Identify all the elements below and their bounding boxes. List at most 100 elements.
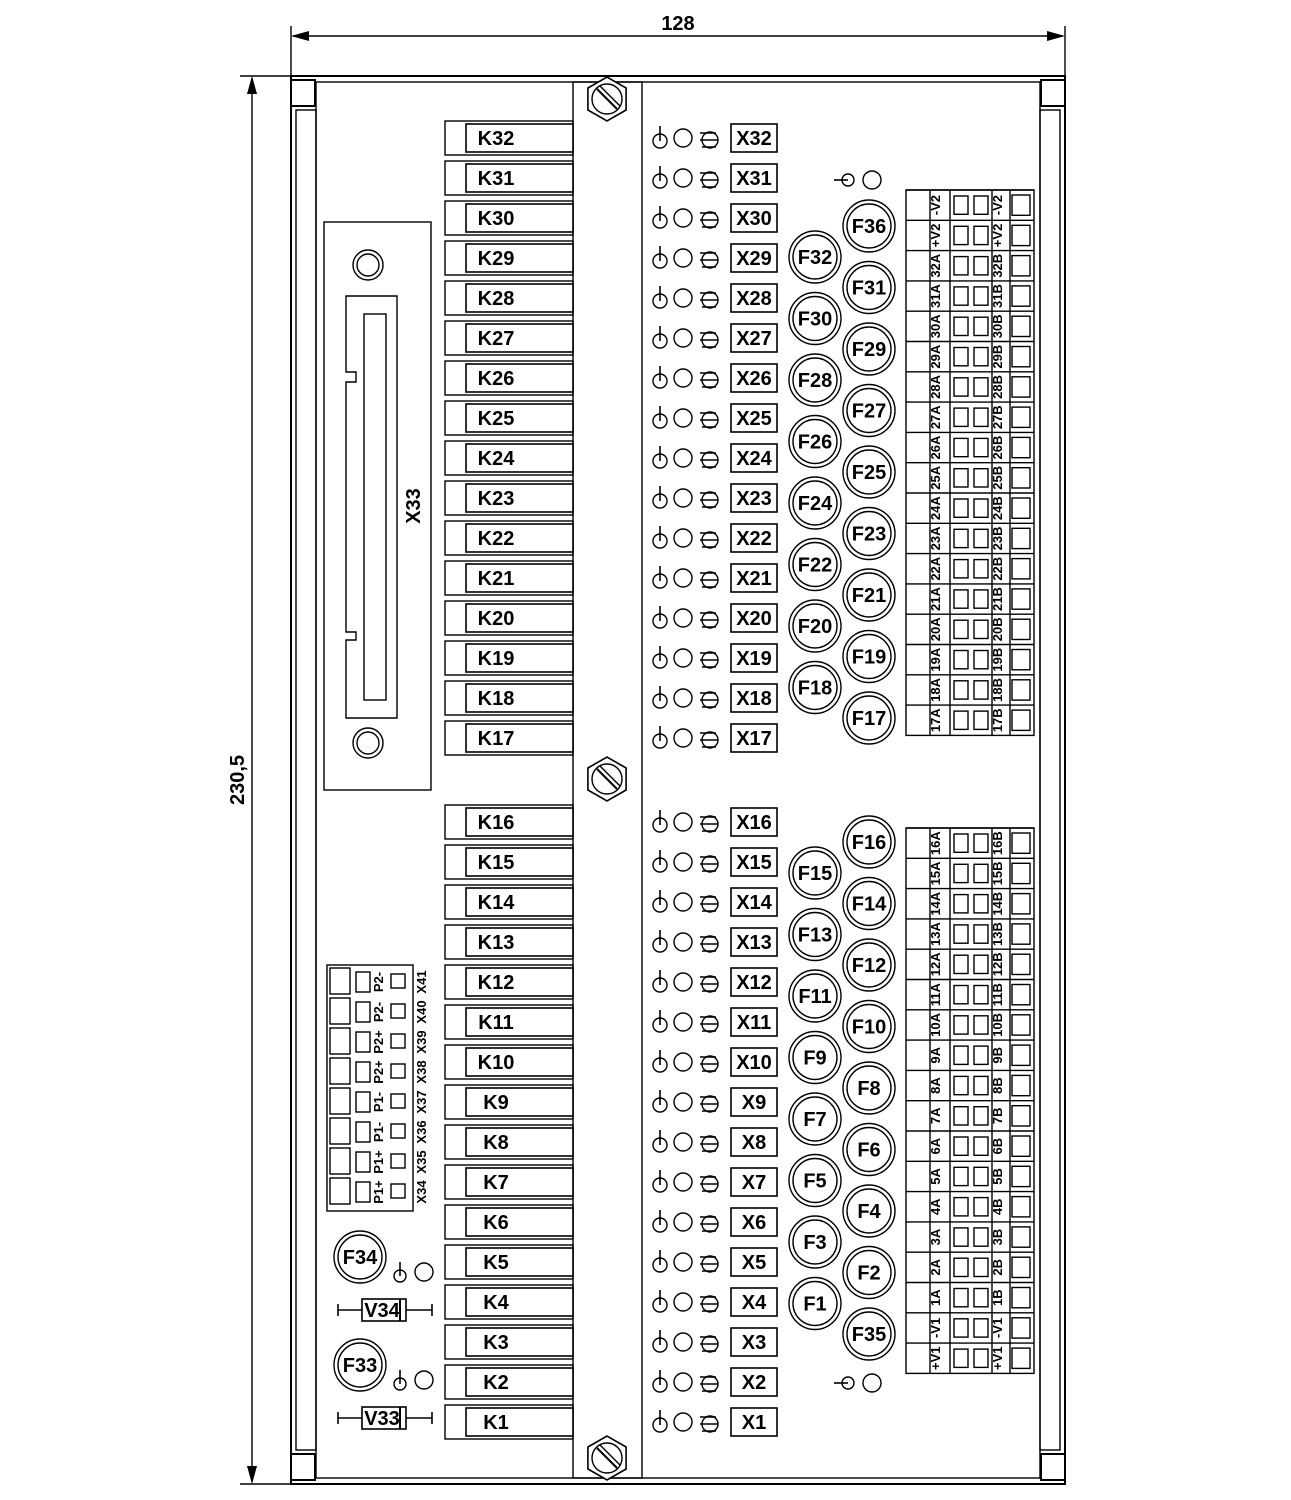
power-terminal-label: P2+: [371, 1060, 386, 1084]
output-label: X5: [742, 1252, 766, 1274]
output-label: X22: [736, 528, 772, 550]
fuse-label: F8: [857, 1078, 880, 1100]
terminal-label-b: +V1: [990, 1347, 1005, 1371]
relay-label: K29: [478, 248, 515, 270]
output-x18: X18: [652, 683, 778, 713]
power-terminal-name: X36: [414, 1120, 429, 1143]
relay-label: K28: [478, 288, 515, 310]
relay-label: K2: [483, 1372, 509, 1394]
power-terminal-label: P1+: [371, 1150, 386, 1174]
output-x23: X23: [652, 483, 778, 513]
fuse-f21: F21: [842, 568, 896, 622]
terminal-label-b: 2B: [990, 1259, 1005, 1276]
led-indicator-icon: [652, 166, 719, 189]
relay-k9: K9: [444, 1084, 574, 1120]
terminal-label-b: 21B: [990, 587, 1005, 611]
output-x9: X9: [652, 1087, 778, 1117]
terminal-label-a: 15A: [928, 861, 943, 885]
terminal-label-a: +V1: [928, 1347, 943, 1371]
fuse-f26: F26: [788, 414, 842, 469]
terminal-label-b: 32B: [990, 254, 1005, 278]
terminal-row: 17A 17B: [906, 704, 1034, 732]
fuse-f29: F29: [842, 322, 896, 376]
screw-icon: [587, 756, 627, 802]
led-indicator-icon: [652, 1010, 719, 1033]
terminal-label-a: 17A: [928, 708, 943, 732]
relay-label: K1: [483, 1412, 509, 1434]
terminal-label-b: 15B: [990, 862, 1005, 886]
fuse-label: F1: [803, 1294, 826, 1316]
fuse-label: F4: [857, 1201, 881, 1223]
terminal-label-b: 6B: [990, 1138, 1005, 1155]
power-terminal-row: P1-X37: [329, 1087, 429, 1115]
terminal-label-a: 2A: [928, 1258, 943, 1275]
power-terminal-label: P2-: [371, 972, 386, 992]
terminal-label-a: 1A: [928, 1289, 943, 1306]
relay-label: K7: [483, 1172, 509, 1194]
led-indicator-icon: [652, 726, 719, 749]
terminal-label-a: 20A: [928, 617, 943, 641]
fuse-f9: F9: [788, 1030, 842, 1085]
relay-k24: K24: [444, 440, 574, 476]
fuse-label: F25: [852, 462, 886, 484]
fuse-f11: F11: [788, 969, 842, 1023]
output-label: X18: [736, 688, 772, 710]
power-terminal-row: P1-X36: [329, 1117, 429, 1145]
terminal-label-b: 28B: [990, 375, 1005, 399]
relay-k12: K12: [444, 964, 574, 1000]
terminal-label-b: 30B: [990, 314, 1005, 338]
power-terminal-row: P2+ X38: [329, 1057, 429, 1085]
output-x32: X32: [652, 123, 778, 153]
power-terminal-label: P1-: [371, 1092, 386, 1112]
fuse-label: F21: [852, 585, 886, 607]
terminal-label-a: 32A: [928, 253, 943, 277]
output-column: X1X2X3X4X5X6X7X8X9X10X11X12X13X14X15X16X…: [652, 123, 778, 1437]
output-x22: X22: [652, 523, 778, 553]
fuse-f33: F33: [333, 1338, 387, 1392]
power-terminal-name: X38: [414, 1060, 429, 1083]
relay-label: K24: [478, 448, 516, 470]
output-label: X31: [736, 168, 772, 190]
led-indicator-icon: [652, 1370, 719, 1393]
fuse-label: F31: [852, 278, 886, 300]
led-indicator-icon: [652, 890, 719, 913]
fuse-label: F3: [803, 1232, 826, 1254]
fuse-f3: F3: [788, 1215, 842, 1269]
terminal-label-a: 25A: [928, 465, 943, 489]
relay-k29: K29: [444, 240, 574, 276]
fuse-label: F17: [852, 708, 886, 730]
output-label: X8: [742, 1132, 766, 1154]
output-label: X7: [742, 1172, 766, 1194]
led-indicator-icon: [652, 326, 719, 349]
terminal-label-a: 16A: [928, 831, 943, 855]
fuse-f20: F20: [788, 599, 842, 653]
output-label: X11: [737, 1012, 771, 1034]
terminal-label-b: -V1: [990, 1318, 1005, 1338]
terminal-label-b: 9B: [990, 1047, 1005, 1064]
fuse-f23: F23: [842, 506, 896, 561]
terminal-label-b: 19B: [990, 648, 1005, 672]
output-label: X24: [736, 448, 772, 470]
power-terminal-row: P2-X40: [329, 997, 429, 1025]
fuse-label: F11: [798, 986, 831, 1008]
output-x7: X7: [652, 1167, 778, 1197]
power-terminal-row: P2-X41: [329, 967, 429, 995]
led-indicator-icon: [652, 566, 719, 589]
terminal-label-b: 13B: [990, 922, 1005, 946]
terminal-label-b: 17B: [990, 708, 1005, 732]
output-x2: X2: [652, 1367, 778, 1397]
fuse-label: F36: [852, 216, 886, 238]
height-dimension: 230,5: [227, 75, 300, 1485]
terminal-row: +V1 +V1: [906, 1342, 1034, 1371]
relay-k19: K19: [444, 640, 574, 676]
diode-v34: V34: [337, 1298, 433, 1322]
fuse-f12: F12: [842, 938, 896, 992]
